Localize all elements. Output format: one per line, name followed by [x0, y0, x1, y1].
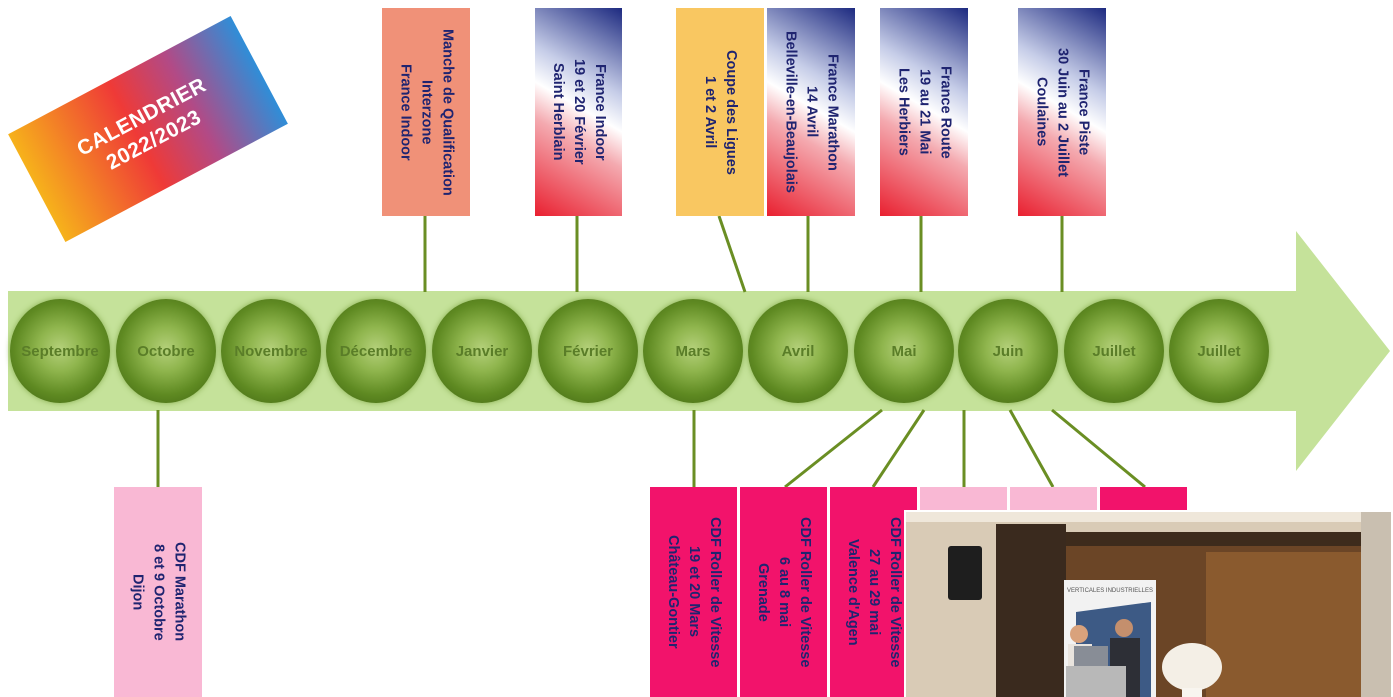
event-line: Interzone — [418, 79, 435, 145]
presenter-head — [1115, 619, 1133, 637]
month-label: Février — [562, 342, 614, 360]
month-label: Décembre — [339, 342, 413, 360]
event-line: France Indoor — [592, 63, 608, 161]
event-card-bottom: CDF Roller de Vitesse 19 et 20 Mars Chât… — [650, 487, 737, 697]
connector-line — [717, 215, 747, 293]
event-line: Grenade — [755, 562, 771, 622]
month-circle: Juin — [958, 299, 1058, 403]
month-circle: Octobre — [116, 299, 216, 403]
event-card-bottom: CDF Roller de Vitesse 27 au 29 mai Valen… — [830, 487, 917, 697]
event-line: Manche de Qualification — [439, 28, 456, 196]
event-line: France Indoor — [397, 63, 414, 161]
event-line: CDF Roller de Vitesse — [887, 516, 903, 668]
month-label: Octobre — [137, 342, 195, 360]
connector-line — [1051, 408, 1146, 489]
event-card-top: France Indoor 19 et 20 Février Saint Her… — [535, 8, 622, 216]
event-line: Coulaines — [1033, 77, 1050, 147]
event-line: Dijon — [129, 573, 146, 611]
event-card-top: Coupe des Ligues 1 et 2 Avril — [676, 8, 764, 216]
event-card-bottom: CDF Marathon 8 et 9 Octobre Dijon — [114, 487, 202, 697]
banner-text: VERTICALES INDUSTRIELLES — [1067, 588, 1153, 594]
event-line: Belleville-en-Beaujolais — [782, 31, 799, 193]
event-line: Coupe des Ligues — [723, 49, 739, 175]
month-label: Avril — [781, 342, 815, 360]
laptop-icon — [1074, 646, 1108, 668]
month-label: Janvier — [455, 342, 509, 360]
month-label: Mars — [675, 342, 711, 360]
event-line: Les Herbiers — [895, 68, 912, 156]
month-circle: Novembre — [221, 299, 321, 403]
event-line: France Route — [937, 65, 954, 159]
month-circle: Mars — [643, 299, 743, 403]
speaker-icon — [948, 546, 982, 600]
connector-line — [784, 408, 883, 489]
month-label: Juillet — [1092, 342, 1136, 360]
month-label: Juillet — [1197, 342, 1241, 360]
month-label: Septembre — [21, 342, 99, 360]
month-label: Novembre — [234, 342, 308, 360]
event-line: France Marathon — [824, 53, 841, 171]
event-card-top: France Route 19 au 21 Mai Les Herbiers — [880, 8, 968, 216]
connector-line — [871, 409, 926, 488]
month-circle: Mai — [854, 299, 954, 403]
event-line: 6 au 8 mai — [776, 556, 792, 628]
event-line: France Piste — [1075, 68, 1092, 156]
month-circle: Février — [538, 299, 638, 403]
event-line: 8 et 9 Octobre — [150, 543, 167, 641]
event-line: CDF Marathon — [171, 542, 188, 642]
event-card-top: Manche de Qualification Interzone France… — [382, 8, 470, 216]
event-line: 1 et 2 Avril — [702, 75, 718, 149]
month-label: Mai — [891, 342, 917, 360]
month-circle: Juillet — [1064, 299, 1164, 403]
event-line: CDF Roller de Vitesse — [707, 516, 723, 668]
event-line: Saint Herblain — [550, 63, 566, 161]
event-line: 19 au 21 Mai — [916, 69, 933, 155]
event-card-bottom: CDF Roller de Vitesse 6 au 8 mai Grenade — [740, 487, 827, 697]
month-circle: Septembre — [10, 299, 110, 403]
lectern — [1066, 666, 1126, 697]
event-line: 19 et 20 Février — [571, 59, 587, 165]
event-line: 14 Avril — [803, 86, 820, 138]
presenter-video[interactable]: VERTICALES INDUSTRIELLES — [904, 510, 1391, 697]
event-line: Valence d'Agen — [845, 538, 861, 646]
event-line: 19 et 20 Mars — [686, 546, 702, 638]
month-label: Juin — [992, 342, 1024, 360]
event-card-top: France Marathon 14 Avril Belleville-en-B… — [767, 8, 855, 216]
presenter-head — [1070, 625, 1088, 643]
month-circle: Janvier — [432, 299, 532, 403]
month-circle: Avril — [748, 299, 848, 403]
video-scene: VERTICALES INDUSTRIELLES — [906, 512, 1391, 697]
lamp-icon — [1162, 643, 1222, 691]
event-line: 30 Juin au 2 Juillet — [1054, 47, 1071, 177]
connector-line — [1008, 409, 1055, 488]
event-line: Château-Gontier — [665, 535, 681, 649]
event-line: CDF Roller de Vitesse — [797, 516, 813, 668]
event-line: 27 au 29 mai — [866, 548, 882, 636]
month-circle: Décembre — [326, 299, 426, 403]
event-card-top: France Piste 30 Juin au 2 Juillet Coulai… — [1018, 8, 1106, 216]
month-circle: Juillet — [1169, 299, 1269, 403]
